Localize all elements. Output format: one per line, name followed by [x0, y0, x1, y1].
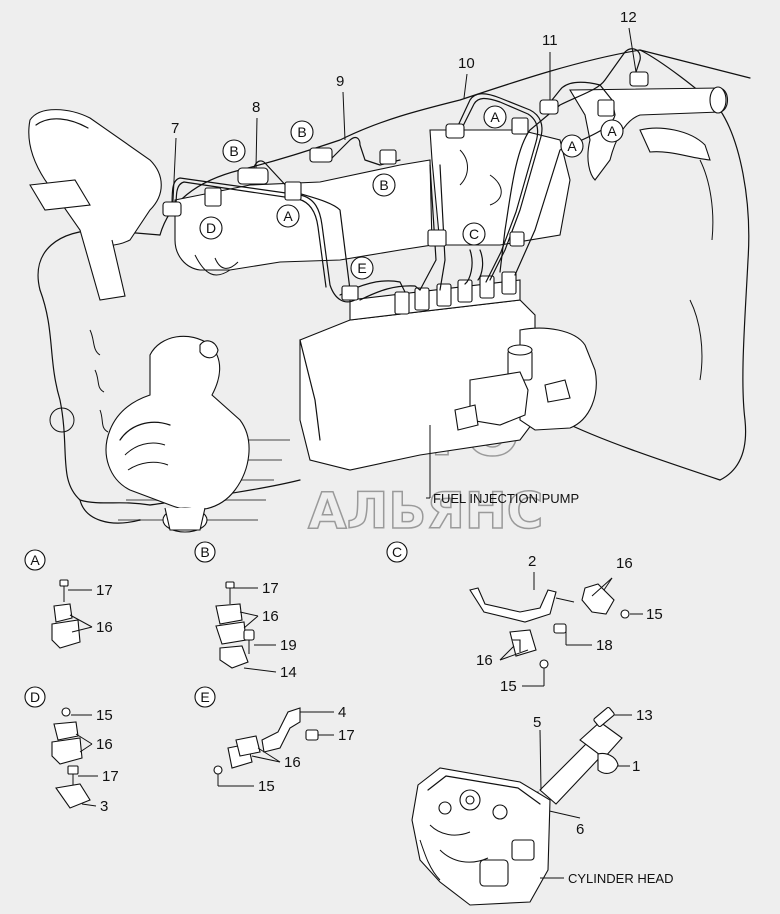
detail-e-callout-4: 4 — [338, 704, 346, 721]
detail-a-callout-16: 16 — [96, 619, 113, 636]
marker-a-3: A — [567, 138, 577, 154]
detail-b-callout-14: 14 — [280, 664, 297, 681]
detail-b: B 17 16 19 14 — [194, 541, 297, 681]
callout-12: 12 — [620, 9, 637, 26]
watermark-line2: АЛЬЯНС — [308, 482, 543, 540]
marker-c: C — [469, 226, 479, 242]
intake-manifold — [569, 86, 729, 181]
callout-11: 11 — [542, 32, 558, 49]
injection-pipes — [171, 48, 641, 303]
detail-c-callout-16-top: 16 — [616, 555, 633, 572]
detail-a-letter: A — [30, 552, 40, 568]
marker-b-1: B — [229, 143, 238, 159]
callout-7: 7 — [171, 120, 179, 137]
detail-b-callout-16: 16 — [262, 608, 279, 625]
marker-a-4: A — [607, 123, 617, 139]
detail-c-callout-18: 18 — [596, 637, 613, 654]
main-letter-markers: B B B D A A A A C E — [199, 105, 624, 280]
delivery-valve-holders — [394, 271, 517, 315]
callout-1: 1 — [632, 758, 640, 775]
marker-d: D — [206, 220, 216, 236]
pipe-clamps — [204, 99, 615, 301]
detail-c-callout-16-bottom: 16 — [476, 652, 493, 669]
detail-e-callout-15: 15 — [258, 778, 275, 795]
detail-b-callout-17: 17 — [262, 580, 279, 597]
callout-10: 10 — [458, 55, 475, 72]
callout-9: 9 — [336, 73, 344, 90]
detail-d-callout-15: 15 — [96, 707, 113, 724]
detail-d: D 15 16 17 3 — [24, 686, 119, 815]
detail-e-letter: E — [200, 689, 209, 705]
detail-c: C 2 16 15 16 18 15 — [386, 541, 663, 695]
caption-cylinder-head: CYLINDER HEAD — [568, 871, 673, 886]
caption-fuel-injection-pump: FUEL INJECTION PUMP — [433, 491, 579, 506]
detail-c-letter: C — [392, 544, 402, 560]
injector-nozzles-top — [162, 71, 649, 217]
marker-b-2: B — [297, 124, 306, 140]
detail-c-callout-15-bottom: 15 — [500, 678, 517, 695]
detail-b-callout-19: 19 — [280, 637, 297, 654]
detail-d-callout-16: 16 — [96, 736, 113, 753]
marker-e: E — [357, 260, 366, 276]
marker-a-2: A — [490, 109, 500, 125]
callout-5: 5 — [533, 714, 541, 731]
detail-d-callout-17: 17 — [102, 768, 119, 785]
detail-e-callout-16: 16 — [284, 754, 301, 771]
detail-a-callout-17: 17 — [96, 582, 113, 599]
detail-d-callout-3: 3 — [100, 798, 108, 815]
main-callouts: 7 8 9 10 11 12 FUEL INJECTION PUMP — [171, 9, 637, 506]
callout-8: 8 — [252, 99, 260, 116]
callout-13: 13 — [636, 707, 653, 724]
detail-d-letter: D — [30, 689, 40, 705]
marker-b-3: B — [379, 177, 388, 193]
detail-a: A 17 16 — [24, 549, 113, 649]
marker-a-1: A — [283, 208, 293, 224]
detail-c-callout-2: 2 — [528, 553, 536, 570]
detail-c-callout-15-right: 15 — [646, 606, 663, 623]
detail-e: E 4 17 16 15 — [194, 686, 355, 795]
detail-e-callout-17: 17 — [338, 727, 355, 744]
cylinder-head: CYLINDER HEAD — [411, 767, 673, 906]
callout-6: 6 — [576, 821, 584, 838]
detail-b-letter: B — [200, 544, 209, 560]
water-outlet-housing — [28, 109, 162, 301]
fuel-injection-pump — [299, 271, 597, 471]
turbocharger — [105, 335, 250, 533]
